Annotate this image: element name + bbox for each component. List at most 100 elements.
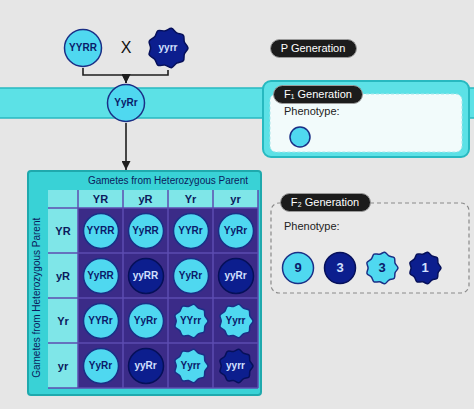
phenotype-seed: 3 <box>323 251 357 285</box>
genotype-cell: YyRr <box>82 347 120 385</box>
genotype-cell: yyRr <box>217 257 255 295</box>
phenotype-seed: 3 <box>364 250 400 286</box>
grid-line <box>122 190 124 388</box>
wrinkled-seed <box>149 28 188 67</box>
genotype-cell: YyRR <box>82 257 120 295</box>
node-text: P Generation <box>281 42 346 55</box>
node-text: Gametes from Heterozygous Parent <box>78 175 258 187</box>
genotype-cell: yyrr <box>217 347 255 385</box>
grid-line <box>48 207 258 209</box>
node-text: 3 <box>378 261 385 276</box>
arrow-connector <box>126 70 168 83</box>
grid-frame <box>28 171 261 395</box>
generation-pill: P Generation <box>270 39 357 58</box>
phenotype-panel: Phenotype:F₁ Generation <box>262 80 470 158</box>
phenotype-seed: 1 <box>407 250 443 286</box>
node-text: yyRr <box>134 360 156 372</box>
node-text: YyRR <box>87 270 114 282</box>
round-seed <box>83 348 118 383</box>
wrinkled-seed <box>174 304 207 338</box>
grid-line <box>212 190 214 388</box>
genotype-cell: YYrr <box>172 302 210 340</box>
node-text: Yyrr <box>225 315 245 327</box>
node-text: yyrr <box>159 42 178 54</box>
parent-seed: YYRR <box>63 28 103 68</box>
round-seed <box>128 213 163 248</box>
genotype-cell: YyRR <box>127 212 165 250</box>
node-text: F₂ Generation <box>291 196 359 209</box>
node-text: YYRR <box>69 42 97 54</box>
round-seed <box>325 253 356 284</box>
node-text: yyRR <box>133 270 159 282</box>
round-seed <box>290 127 310 147</box>
grid-line <box>48 252 258 254</box>
round-seed <box>128 348 163 383</box>
gamete-header: Yr <box>185 193 197 206</box>
gamete-header: yr <box>230 193 240 206</box>
wrinkled-seed <box>367 252 398 284</box>
node-text: yyrr <box>226 360 245 372</box>
node-text: YyRr <box>224 225 247 237</box>
arrow-connector <box>125 123 127 170</box>
grid-line <box>77 190 79 388</box>
gamete-header: yR <box>138 193 152 206</box>
node-text: Phenotype: <box>284 105 340 118</box>
genotype-cell: Yyrr <box>217 302 255 340</box>
grid-line <box>167 190 169 388</box>
genotype-cell: YYRR <box>82 212 120 250</box>
round-seed <box>128 303 163 338</box>
round-seed <box>173 213 208 248</box>
node-text: 3 <box>336 261 343 276</box>
node-text: YyRR <box>132 225 159 237</box>
genotype-cell: YYRr <box>172 212 210 250</box>
round-seed <box>83 303 118 338</box>
generation-pill: F₂ Generation <box>280 193 371 212</box>
panel-frame <box>271 203 469 293</box>
phenotype-seed: 9 <box>281 251 315 285</box>
genotype-cell: YYRr <box>82 302 120 340</box>
phenotype-panel: Phenotype:F₂ Generation9331 <box>270 202 470 294</box>
round-seed <box>218 213 253 248</box>
node-text: YYrr <box>180 315 201 327</box>
node-text: Gametes from Heterozygous Parent <box>31 208 43 388</box>
gamete-header: Yr <box>57 314 69 327</box>
grid-line <box>48 387 258 389</box>
genotype-cell: yyRr <box>127 347 165 385</box>
round-seed <box>108 85 145 122</box>
parent-seed: yyrr <box>146 26 190 70</box>
header-row <box>48 190 258 208</box>
wrinkled-seed <box>219 349 252 383</box>
genotype-cell: YyRr <box>127 302 165 340</box>
round-seed <box>65 30 102 67</box>
node-text: 9 <box>294 261 301 276</box>
genotype-cell: Yyrr <box>172 347 210 385</box>
hybrid-seed: YyRr <box>106 83 146 123</box>
round-seed <box>83 258 118 293</box>
genotype-cell: yyRR <box>127 257 165 295</box>
grid-line <box>257 190 259 388</box>
genotype-cell: YyRr <box>172 257 210 295</box>
node-text: YyRr <box>114 97 137 109</box>
panel-frame <box>263 81 469 157</box>
gamete-header: yr <box>58 359 68 372</box>
node-text: yyRr <box>224 270 246 282</box>
gamete-header: YR <box>55 224 70 237</box>
node-text: YYRR <box>87 225 115 237</box>
wrinkled-seed <box>174 349 207 383</box>
node-text: YyRr <box>89 360 112 372</box>
round-seed <box>173 258 208 293</box>
wrinkled-seed <box>219 304 252 338</box>
node-text: Yyrr <box>180 360 200 372</box>
grid-line <box>48 342 258 344</box>
node-text: YyRr <box>179 270 202 282</box>
node-text: YyRr <box>134 315 157 327</box>
gamete-header: YR <box>93 193 108 206</box>
round-seed <box>128 258 163 293</box>
node-text: 1 <box>421 261 428 276</box>
cross-sign: X <box>121 39 132 57</box>
node-text: YYRr <box>178 225 202 237</box>
grid-line <box>48 297 258 299</box>
arrow-connector <box>83 68 126 83</box>
gamete-header: yR <box>56 269 70 282</box>
